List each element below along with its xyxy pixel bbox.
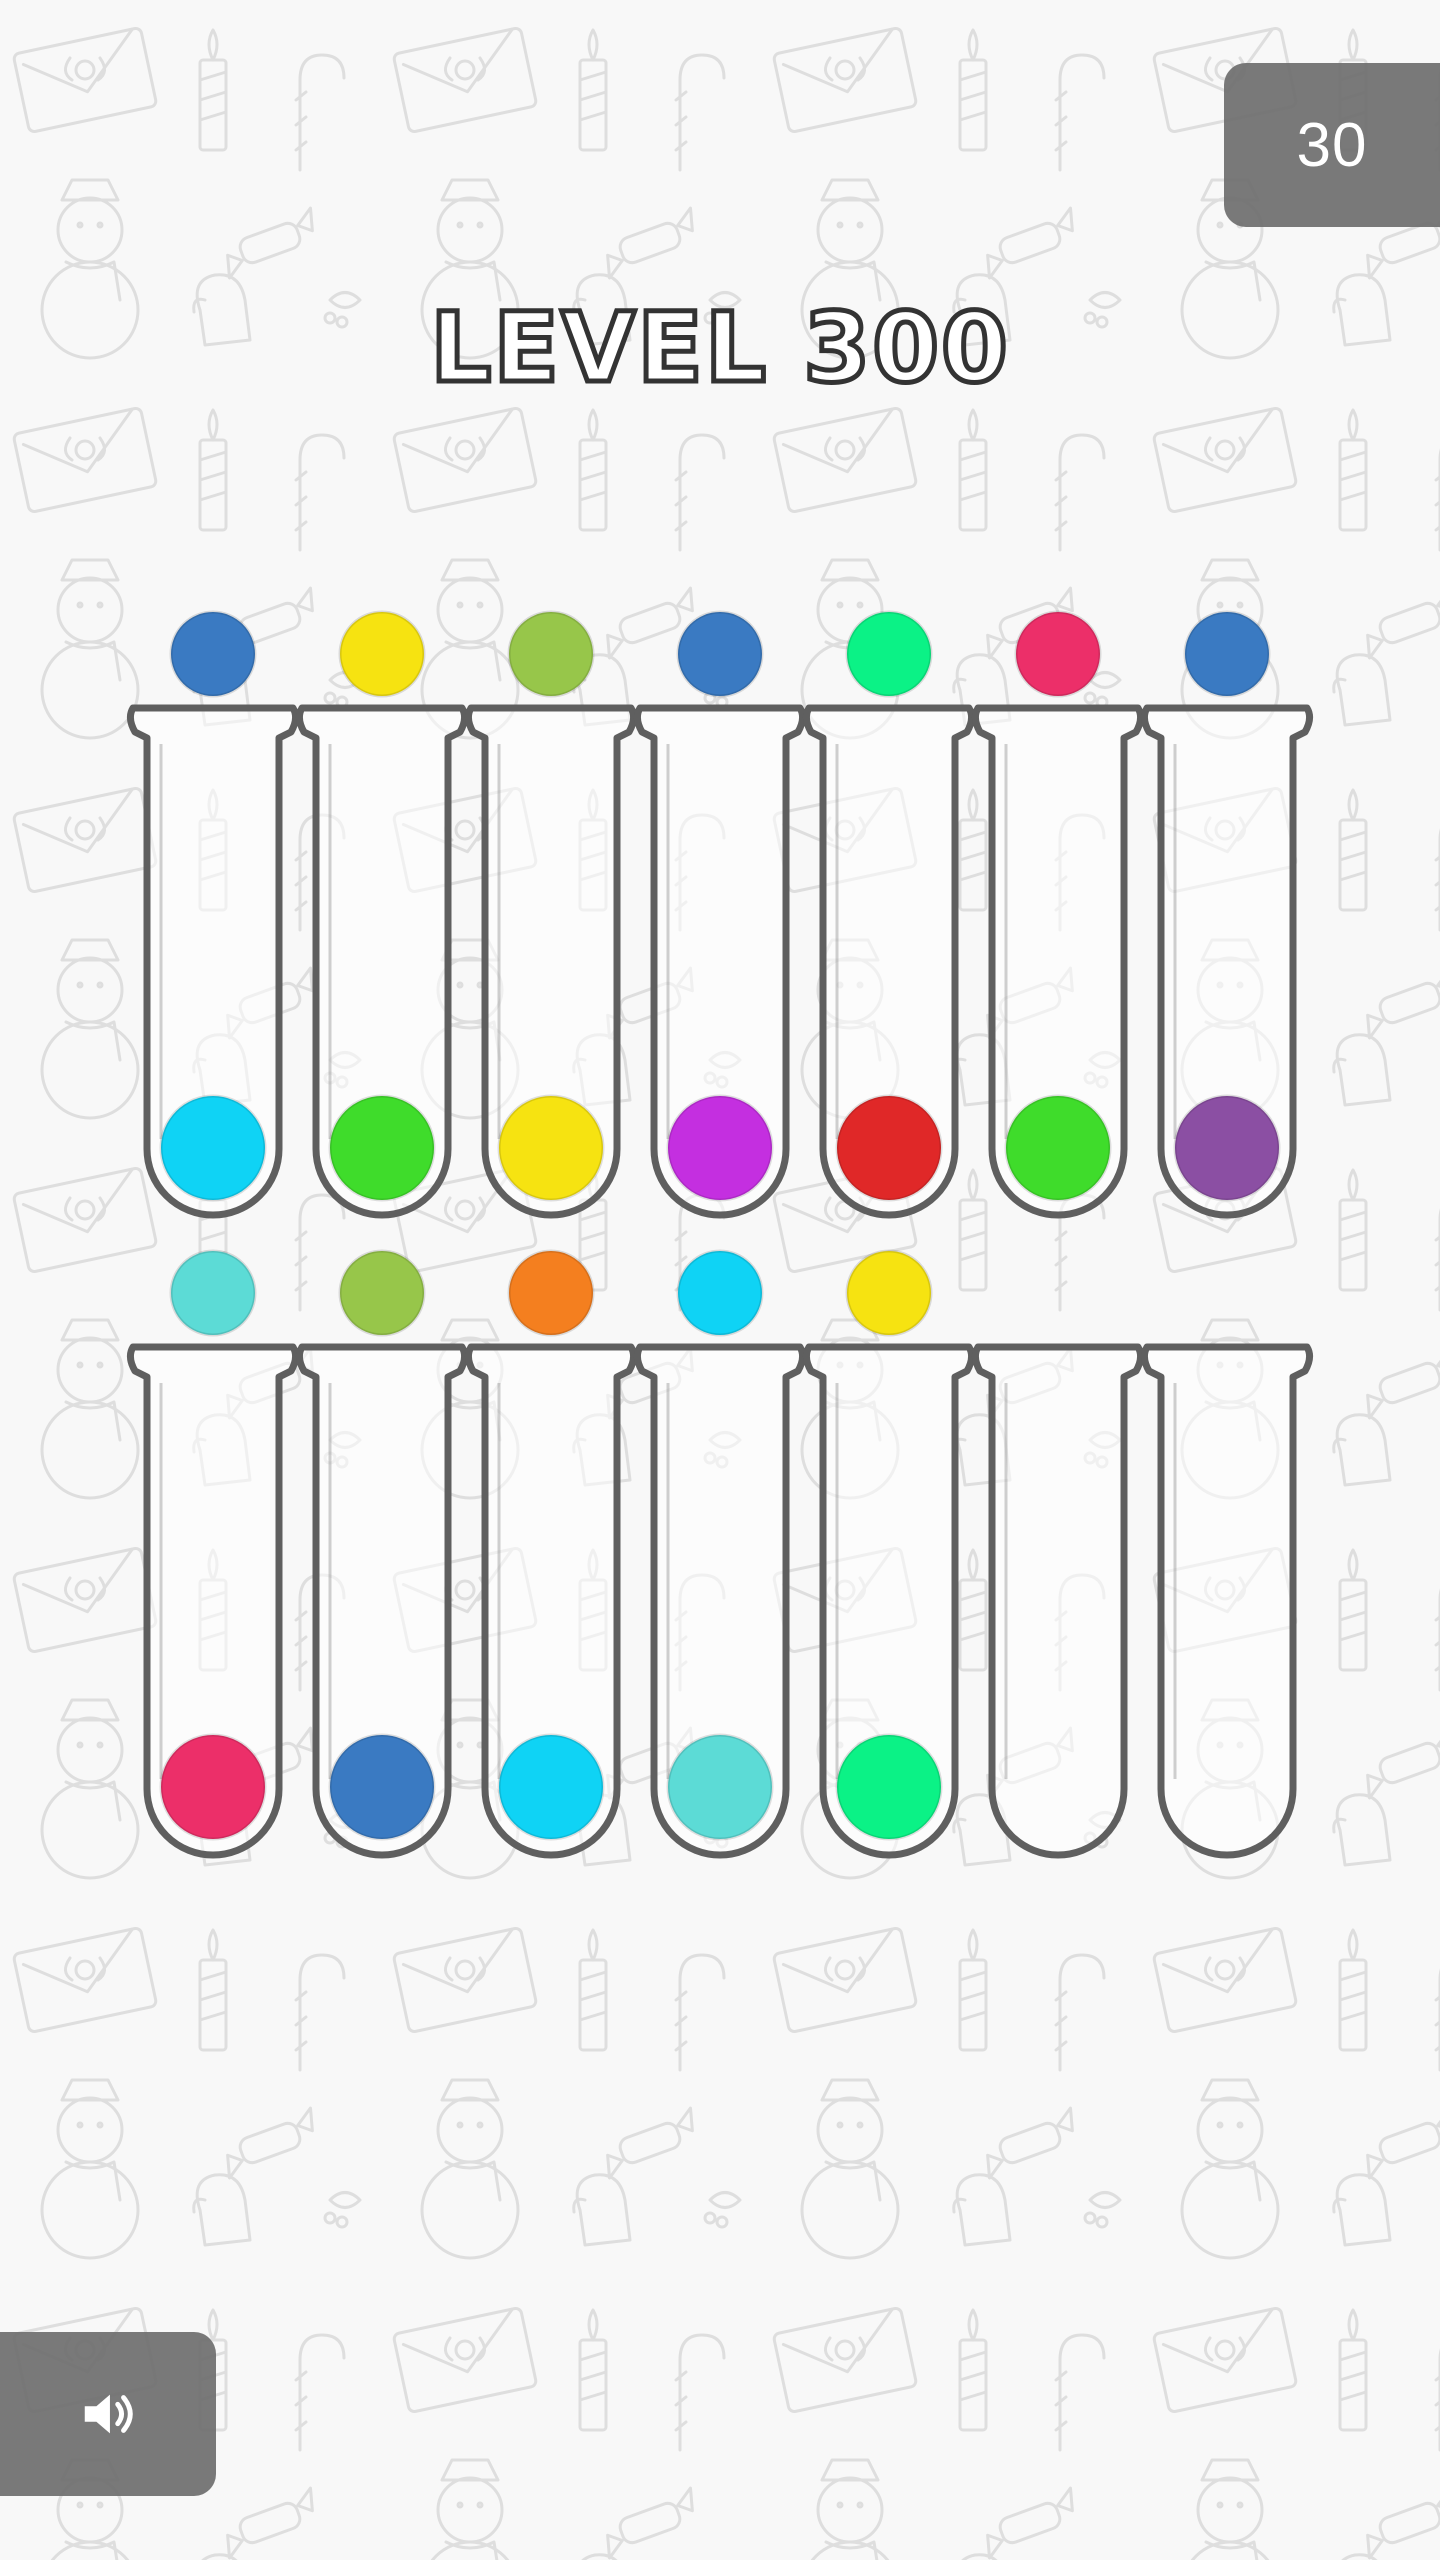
tube-glass[interactable]: [126, 1343, 300, 1859]
speaker-volume-icon: [84, 2394, 133, 2434]
ball-top-8: [169, 1249, 257, 1337]
tube-9[interactable]: [295, 1343, 469, 1859]
tube-7[interactable]: [1140, 704, 1314, 1219]
moves-counter-value: 30: [1296, 110, 1368, 180]
tube-glass[interactable]: [464, 704, 638, 1219]
tube-3[interactable]: [464, 704, 638, 1219]
tube-glass[interactable]: [295, 1343, 469, 1859]
ball-bottom: [835, 1094, 943, 1202]
ball-bottom: [159, 1733, 267, 1841]
ball-top-12: [845, 1249, 933, 1337]
ball-top-11: [676, 1249, 764, 1337]
ball-bottom: [497, 1094, 605, 1202]
tube-glass[interactable]: [1140, 704, 1314, 1219]
tube-glass[interactable]: [971, 704, 1145, 1219]
level-title: LEVEL 300: [428, 292, 1011, 404]
ball-top-7: [1183, 610, 1271, 698]
tube-8[interactable]: [126, 1343, 300, 1859]
tube-5[interactable]: [802, 704, 976, 1219]
tube-glass[interactable]: [633, 704, 807, 1219]
ball-top-4: [676, 610, 764, 698]
tube-12[interactable]: [802, 1343, 976, 1859]
ball-bottom: [497, 1733, 605, 1841]
tube-4[interactable]: [633, 704, 807, 1219]
tube-glass[interactable]: [971, 1343, 1145, 1859]
tube-11[interactable]: [633, 1343, 807, 1859]
tube-glass[interactable]: [633, 1343, 807, 1859]
tube-14[interactable]: [1140, 1343, 1314, 1859]
tube-6[interactable]: [971, 704, 1145, 1219]
tube-glass[interactable]: [464, 1343, 638, 1859]
ball-bottom: [328, 1094, 436, 1202]
ball-top-2: [338, 610, 426, 698]
ball-bottom: [159, 1094, 267, 1202]
ball-top-9: [338, 1249, 426, 1337]
moves-counter-panel: 30: [1224, 63, 1440, 227]
tube-glass[interactable]: [126, 704, 300, 1219]
ball-bottom: [835, 1733, 943, 1841]
tube-glass[interactable]: [1140, 1343, 1314, 1859]
ball-bottom: [328, 1733, 436, 1841]
tube-13[interactable]: [971, 1343, 1145, 1859]
ball-top-3: [507, 610, 595, 698]
tube-glass[interactable]: [295, 704, 469, 1219]
ball-top-5: [845, 610, 933, 698]
tube-10[interactable]: [464, 1343, 638, 1859]
ball-bottom: [1004, 1094, 1112, 1202]
tube-1[interactable]: [126, 704, 300, 1219]
ball-top-1: [169, 610, 257, 698]
ball-top-6: [1014, 610, 1102, 698]
ball-bottom: [666, 1733, 774, 1841]
tube-glass[interactable]: [802, 704, 976, 1219]
tube-2[interactable]: [295, 704, 469, 1219]
ball-bottom: [1173, 1094, 1281, 1202]
tube-glass[interactable]: [802, 1343, 976, 1859]
ball-bottom: [666, 1094, 774, 1202]
sound-toggle-button[interactable]: [0, 2332, 216, 2496]
ball-top-10: [507, 1249, 595, 1337]
